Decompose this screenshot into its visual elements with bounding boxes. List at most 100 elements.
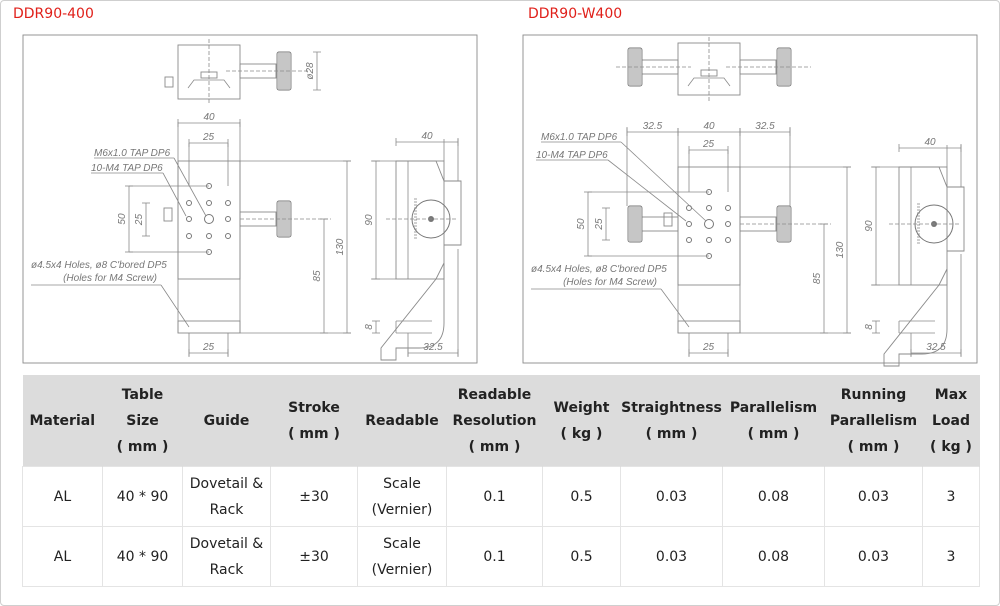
mounting-hole-icon — [186, 233, 192, 239]
mounting-hole-icon — [725, 237, 731, 243]
cell-line: Load — [931, 412, 970, 429]
column-header: Material — [22, 375, 103, 467]
cell-line: Scale — [383, 475, 421, 492]
lock-screw — [663, 212, 673, 227]
lock-screw — [164, 76, 174, 88]
leader-line — [607, 159, 687, 222]
leader-line — [620, 141, 707, 222]
knob-icon — [627, 205, 643, 243]
leader-line — [173, 157, 207, 217]
dimension-label: 130 — [835, 241, 846, 258]
table-row: AL 40 * 90 Dovetail &Rack±30 Scale (Vernier)… — [22, 526, 980, 587]
cell-line: (Vernier) — [371, 561, 433, 578]
model-title-ddr90-w400: DDR90-W400 — [528, 6, 623, 22]
table-cell: 0.03 — [824, 466, 923, 527]
cell-line: 0.1 — [483, 548, 506, 565]
dimension-label: 32.5 — [423, 342, 443, 353]
cell-line: ( mm ) — [747, 425, 800, 442]
cell-line: AL — [53, 488, 72, 505]
table-cell: Scale (Vernier) — [357, 526, 447, 587]
table-cell: AL — [22, 466, 103, 527]
dimension-label: 25 — [202, 342, 215, 353]
table-cell: Scale (Vernier) — [357, 466, 447, 527]
dimension-label: 25 — [702, 342, 715, 353]
model-title-ddr90-400: DDR90-400 — [13, 6, 94, 22]
column-header: Stroke( mm ) — [270, 375, 358, 467]
dimension-label: 25 — [134, 214, 145, 227]
cell-line: Scale — [383, 535, 421, 552]
mounting-hole-icon — [206, 200, 212, 206]
dimension-label: 40 — [203, 112, 215, 123]
table-cell: 0.5 — [542, 526, 621, 587]
dimension-label: 10-M4 TAP DP6 — [536, 150, 608, 161]
table-cell: ±30 — [270, 526, 358, 587]
cell-line: Resolution — [452, 412, 537, 429]
cell-line: 40 * 90 — [116, 548, 169, 565]
cell-line: Readable — [365, 412, 439, 429]
table-cell: ±30 — [270, 466, 358, 527]
drawing-frame — [22, 34, 478, 364]
dimension-label: 40 — [703, 121, 715, 132]
mounting-hole-icon — [725, 205, 731, 211]
dimension-label: ø4.5x4 Holes, ø8 C'bored DP5 — [31, 260, 167, 271]
side-view-table — [395, 160, 445, 280]
leader-line — [162, 172, 187, 217]
dimension-label: M6x1.0 TAP DP6 — [94, 148, 171, 159]
table-cell: 0.03 — [824, 526, 923, 587]
side-view-outline — [380, 160, 462, 361]
cell-line: Readable — [457, 386, 532, 403]
dimension-label: 32.5 — [926, 342, 946, 353]
mounting-hole-icon — [725, 221, 731, 227]
lock-screw — [163, 207, 173, 222]
cell-line: ( mm ) — [468, 438, 521, 455]
column-header: Weight( kg ) — [542, 375, 621, 467]
cell-line: 0.03 — [857, 488, 890, 505]
column-header: Parallelism( mm ) — [722, 375, 825, 467]
cell-line: ( mm ) — [116, 438, 169, 455]
table-cell: 0.08 — [722, 526, 825, 587]
table-cell: 3 — [922, 466, 980, 527]
mounting-hole-icon — [225, 200, 231, 206]
cell-line: 0.03 — [655, 548, 688, 565]
cell-line: ( mm ) — [288, 425, 340, 442]
table-cell: 0.1 — [446, 466, 543, 527]
mounting-hole-icon — [186, 216, 192, 222]
table-cell: AL — [22, 526, 103, 587]
dimension-label: 8 — [364, 324, 375, 330]
dovetail-outline — [187, 79, 231, 89]
center-tap-hole-icon — [704, 219, 714, 229]
cell-line: Material — [29, 412, 95, 429]
dimension-label: 85 — [812, 273, 823, 285]
mounting-hole-icon — [706, 237, 712, 243]
cell-line: Dovetail & — [189, 475, 264, 492]
center-tap-hole-icon — [204, 214, 214, 224]
cell-line: (Vernier) — [371, 501, 433, 518]
cell-line: 40 * 90 — [116, 488, 169, 505]
cell-line: Running — [840, 386, 907, 403]
table-cell: 0.08 — [722, 466, 825, 527]
dimension-label: 50 — [576, 218, 587, 230]
cell-line: 0.5 — [570, 488, 593, 505]
cell-line: 3 — [946, 488, 956, 505]
knob-shaft — [640, 216, 679, 232]
dimension-label: ø4.5x4 Holes, ø8 C'bored DP5 — [531, 264, 667, 275]
table-cell: Dovetail &Rack — [182, 526, 271, 587]
mounting-hole-icon — [225, 216, 231, 222]
cell-line: ( mm ) — [847, 438, 900, 455]
dimension-label: 32.5 — [643, 121, 663, 132]
mounting-hole-icon — [206, 233, 212, 239]
mounting-hole-icon — [186, 200, 192, 206]
table-cell: Dovetail &Rack — [182, 466, 271, 527]
side-view-table — [898, 166, 948, 286]
dimension-label: 8 — [864, 324, 875, 330]
cell-line: 0.1 — [483, 488, 506, 505]
cell-line: 0.5 — [570, 548, 593, 565]
cell-line: Weight — [553, 399, 610, 416]
